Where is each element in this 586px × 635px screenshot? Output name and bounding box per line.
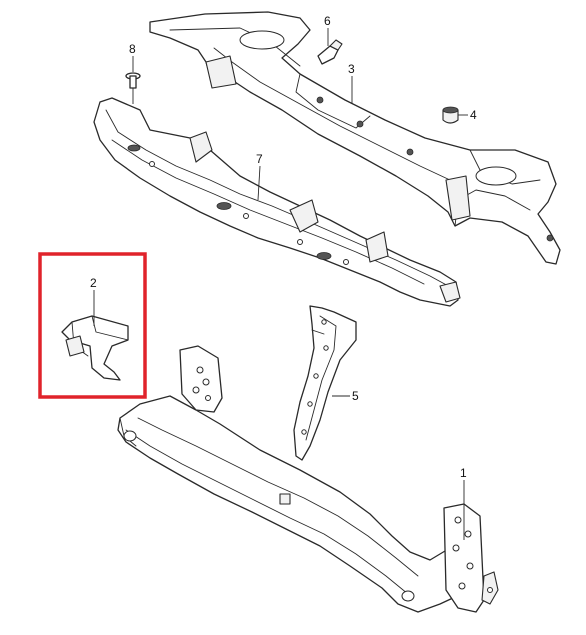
callout-1: 1	[460, 466, 467, 480]
callout-5: 5	[352, 389, 359, 403]
part-8-bolt[interactable]	[125, 72, 141, 104]
leader-7	[257, 165, 261, 201]
part-4-bush[interactable]	[442, 106, 459, 124]
part-2-bracket[interactable]	[61, 315, 129, 381]
callout-2: 2	[90, 276, 97, 290]
callout-8: 8	[129, 42, 136, 56]
part-7-lower-beam[interactable]	[93, 97, 461, 307]
part-5-vertical-brace[interactable]	[293, 305, 357, 461]
callout-6: 6	[324, 14, 331, 28]
part-6-pin[interactable]	[317, 39, 343, 65]
callout-7: 7	[256, 152, 263, 166]
callout-3: 3	[348, 62, 355, 76]
part-3-upper-crossmember[interactable]	[149, 11, 561, 265]
callout-4: 4	[470, 108, 477, 122]
part-1-bumper-beam[interactable]	[117, 345, 499, 613]
part-2-highlight-box	[38, 252, 147, 399]
